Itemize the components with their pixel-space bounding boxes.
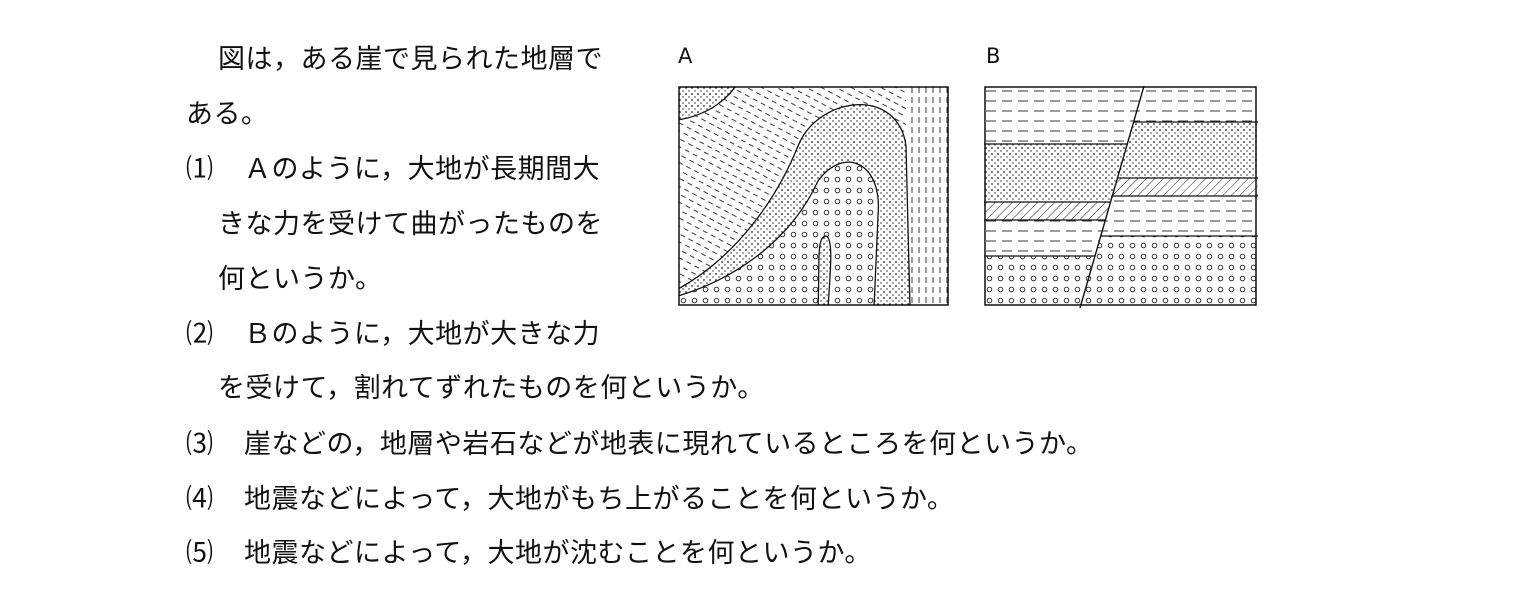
figure-a-fold-diagram	[678, 86, 949, 306]
figure-a-label: A	[678, 44, 693, 68]
fault-left-key-bed	[984, 202, 1144, 220]
fault-right-key-bed	[1080, 178, 1258, 196]
fault-left-shale-top	[984, 86, 1144, 144]
question-1-line-3: 何というか。	[218, 264, 383, 295]
question-5: ⑸ 地震などによって，大地が沈むことを何というか。	[186, 536, 872, 572]
question-3: ⑶ 崖などの，地層や岩石などが地表に現れているところを何というか。	[186, 427, 1094, 463]
question-4: ⑷ 地震などによって，大地がもち上がることを何というか。	[186, 482, 954, 518]
question-2-text: Ｂのように，大地が大きな力	[244, 319, 601, 350]
figure-b-label: B	[986, 44, 1001, 68]
question-3-number: ⑶	[186, 429, 214, 460]
question-2-line-1: ⑵ Ｂのように，大地が大きな力	[186, 317, 600, 353]
question-2-number: ⑵	[186, 319, 214, 350]
question-1-text: Ａのように，大地が長期間大	[244, 154, 601, 185]
question-1-line-2: きな力を受けて曲がったものを	[218, 209, 603, 240]
intro-line-1: 図は，ある崖で見られた地層で	[218, 44, 603, 75]
fault-right-gravel	[1080, 236, 1258, 308]
fold-right-shale-layer	[906, 87, 948, 305]
fold-corner-sand-layer	[679, 87, 736, 120]
question-2-line-2: を受けて，割れてずれたものを何というか。	[218, 373, 765, 404]
question-4-text: 地震などによって，大地がもち上がることを何というか。	[244, 484, 955, 515]
figure-b-fault-diagram	[984, 86, 1258, 308]
question-1-number: ⑴	[186, 154, 214, 185]
question-4-number: ⑷	[186, 484, 214, 515]
intro-line-2: ある。	[186, 99, 269, 130]
question-5-number: ⑸	[186, 538, 214, 569]
question-1-line-1: ⑴ Ａのように，大地が長期間大	[186, 152, 600, 188]
fault-line	[1079, 86, 1145, 308]
question-3-text: 崖などの，地層や岩石などが地表に現れているところを何というか。	[244, 429, 1094, 460]
question-5-text: 地震などによって，大地が沈むことを何というか。	[244, 538, 872, 569]
fold-inner-sand-layer	[818, 236, 831, 305]
